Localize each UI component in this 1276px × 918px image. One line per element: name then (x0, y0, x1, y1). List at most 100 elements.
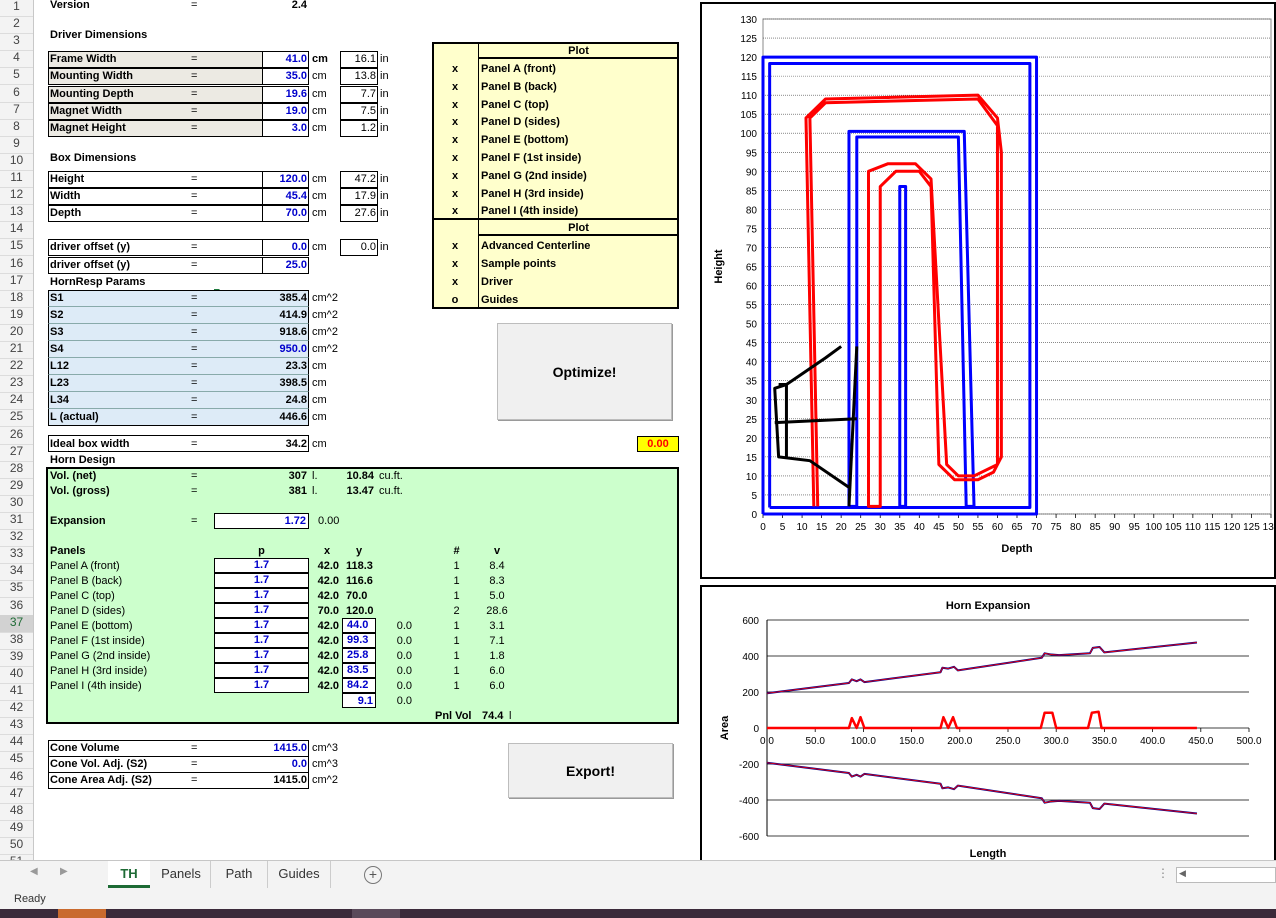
plot-toggle[interactable]: x (451, 99, 459, 111)
row-header[interactable]: 4 (13, 50, 20, 64)
hornresp-value[interactable]: 918.6 (279, 326, 307, 338)
hornresp-value[interactable]: 414.9 (279, 309, 307, 321)
cone-value[interactable]: 0.0 (291, 758, 307, 770)
row-header[interactable]: 40 (9, 666, 24, 680)
expansion-input[interactable]: 1.72 (214, 513, 309, 529)
row-header[interactable]: 45 (9, 751, 24, 765)
panel-y-input[interactable]: 99.3 (342, 633, 376, 648)
param-value[interactable]: 3.0 (291, 122, 307, 134)
vol-net-cuft[interactable]: 10.84 (346, 470, 374, 482)
row-header[interactable]: 10 (9, 153, 24, 167)
row-header[interactable]: 14 (9, 221, 24, 235)
tab-scroll-right-icon[interactable]: ▶ (60, 866, 68, 877)
param-value[interactable]: 35.0 (285, 70, 307, 82)
row-header[interactable]: 41 (9, 683, 24, 697)
row-header[interactable]: 31 (9, 512, 24, 526)
row-header[interactable]: 50 (9, 837, 24, 851)
panel-p-input[interactable]: 1.7 (214, 603, 309, 618)
tab-guides[interactable]: Guides (268, 861, 331, 888)
panel-p-input[interactable]: 1.7 (214, 573, 309, 588)
row-header[interactable]: 21 (9, 341, 24, 355)
plot-toggle[interactable]: x (451, 188, 459, 200)
tab-scroll-left-icon[interactable]: ◀ (30, 866, 38, 877)
param-conv[interactable]: 0.0 (360, 241, 376, 253)
cone-value[interactable]: 1415.0 (273, 774, 307, 786)
param-conv[interactable]: 1.2 (360, 122, 376, 134)
yellow-result-cell[interactable]: 0.00 (637, 436, 679, 452)
row-header[interactable]: 33 (9, 546, 24, 560)
param-value[interactable]: 70.0 (285, 207, 307, 219)
row-header[interactable]: 37 (0, 615, 33, 632)
row-header[interactable]: 17 (9, 273, 24, 287)
plot-toggle[interactable]: x (451, 63, 459, 75)
row-header[interactable]: 11 (10, 170, 23, 184)
plot-toggle[interactable]: x (451, 240, 459, 252)
row-header[interactable]: 47 (9, 786, 24, 800)
version-value[interactable]: 2.4 (291, 0, 307, 11)
plot-toggle[interactable]: x (451, 258, 459, 270)
pnl-vol-value[interactable]: 74.4 (482, 710, 504, 722)
param-value[interactable]: 19.0 (285, 105, 307, 117)
row-header[interactable]: 34 (9, 563, 24, 577)
param-value[interactable]: 25.0 (285, 259, 307, 271)
ideal-value[interactable]: 34.2 (285, 438, 307, 450)
panel-last-y[interactable]: 9.1 (342, 693, 376, 708)
panel-p-input[interactable]: 1.7 (214, 618, 309, 633)
row-header[interactable]: 48 (9, 803, 24, 817)
row-header[interactable]: 6 (13, 85, 20, 99)
hornresp-value[interactable]: 446.6 (279, 411, 307, 423)
row-header[interactable]: 46 (9, 769, 24, 783)
param-value[interactable]: 0.0 (291, 241, 307, 253)
row-header[interactable]: 26 (9, 427, 24, 441)
row-header[interactable]: 16 (9, 256, 24, 270)
tab-th[interactable]: TH (108, 861, 150, 888)
panel-y-input[interactable]: 84.2 (342, 678, 376, 693)
plot-toggle[interactable]: x (451, 81, 459, 93)
row-header[interactable]: 24 (9, 392, 24, 406)
row-header[interactable]: 3 (13, 33, 20, 47)
plot-toggle[interactable]: o (451, 294, 459, 306)
panel-p-input[interactable]: 1.7 (214, 558, 309, 573)
row-header[interactable]: 8 (13, 119, 20, 133)
plot-toggle[interactable]: x (451, 134, 459, 146)
add-sheet-icon[interactable]: + (364, 866, 382, 884)
scroll-left-arrow-icon[interactable]: ◀ (1179, 868, 1186, 878)
vol-gross-cuft[interactable]: 13.47 (346, 485, 374, 497)
row-header[interactable]: 9 (13, 136, 20, 150)
taskbar-app-icon[interactable] (352, 909, 400, 918)
row-header[interactable]: 27 (9, 444, 24, 458)
param-value[interactable]: 19.6 (285, 88, 307, 100)
panel-p-input[interactable]: 1.7 (214, 663, 309, 678)
param-conv[interactable]: 7.5 (360, 105, 376, 117)
tab-options-icon[interactable]: ⋮ (1157, 866, 1169, 880)
hornresp-value[interactable]: 23.3 (285, 360, 307, 372)
horizontal-scrollbar[interactable]: ◀ (1176, 867, 1276, 883)
plot-toggle[interactable]: x (451, 170, 459, 182)
row-header[interactable]: 20 (9, 324, 24, 338)
param-conv[interactable]: 13.8 (354, 70, 376, 82)
row-header[interactable]: 36 (9, 598, 24, 612)
param-value[interactable]: 120.0 (279, 173, 307, 185)
row-header[interactable]: 51 (0, 854, 33, 860)
row-header[interactable]: 18 (9, 290, 24, 304)
row-header[interactable]: 15 (9, 238, 24, 252)
row-header[interactable]: 2 (13, 16, 20, 30)
row-header[interactable]: 29 (9, 478, 24, 492)
row-header[interactable]: 39 (9, 649, 24, 663)
row-header[interactable]: 49 (9, 820, 24, 834)
row-header[interactable]: 30 (9, 495, 24, 509)
row-header[interactable]: 5 (13, 67, 20, 81)
param-value[interactable]: 41.0 (285, 53, 307, 65)
row-header[interactable]: 35 (9, 580, 24, 594)
panel-y-input[interactable]: 25.8 (342, 648, 376, 663)
vol-net-value[interactable]: 307 (288, 470, 307, 482)
panel-p-input[interactable]: 1.7 (214, 633, 309, 648)
row-header[interactable]: 42 (9, 700, 24, 714)
vol-gross-value[interactable]: 381 (288, 485, 307, 497)
hornresp-value[interactable]: 398.5 (279, 377, 307, 389)
row-header[interactable]: 1 (13, 0, 20, 13)
plot-toggle[interactable]: x (451, 205, 459, 217)
plot-toggle[interactable]: x (451, 116, 459, 128)
hornresp-value[interactable]: 385.4 (279, 292, 307, 304)
